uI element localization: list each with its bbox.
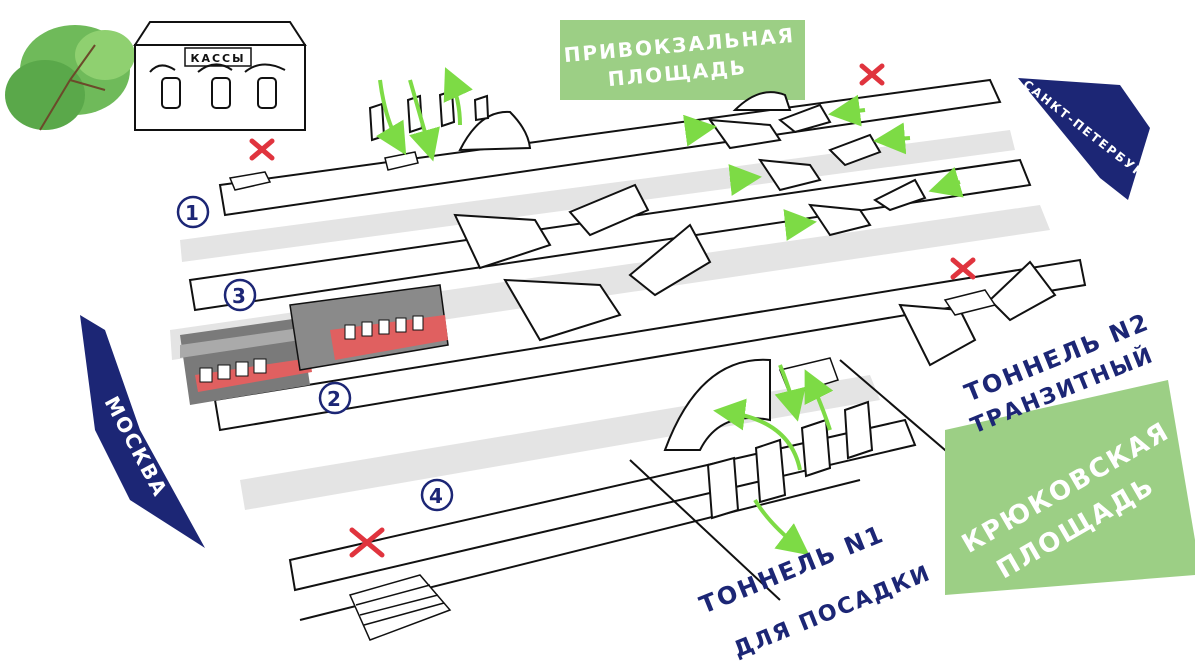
platform-number-text: 1	[185, 201, 201, 225]
platform-number-3: 3	[223, 278, 257, 312]
closed-markers	[249, 63, 976, 558]
ticket-office-building	[133, 21, 307, 131]
platform-number-1: 1	[176, 195, 210, 229]
platform-number-text: 3	[232, 284, 248, 308]
tree-icon	[5, 25, 135, 131]
krukovskaya-area: КРЮКОВСКАЯ ПЛОЩАДЬ	[945, 380, 1195, 595]
kassy-sign: КАССЫ	[190, 52, 245, 65]
flow-arrows	[375, 67, 964, 556]
turnstiles	[368, 89, 874, 520]
train	[180, 284, 449, 405]
platform-number-text: 2	[327, 387, 343, 411]
platform-number-4: 4	[420, 478, 454, 512]
red-x-icon	[950, 257, 976, 280]
red-x-icon	[349, 527, 385, 558]
platform-number-2: 2	[318, 381, 352, 415]
red-x-icon	[859, 63, 885, 86]
red-x-icon	[249, 138, 275, 161]
direction-spb: САНКТ-ПЕТЕРБУРГ	[1018, 77, 1155, 200]
platform-number-text: 4	[429, 484, 445, 508]
privokzalnaya-area: ПРИВОКЗАЛЬНАЯ ПЛОЩАДЬ	[560, 20, 805, 100]
platforms	[170, 78, 1087, 621]
